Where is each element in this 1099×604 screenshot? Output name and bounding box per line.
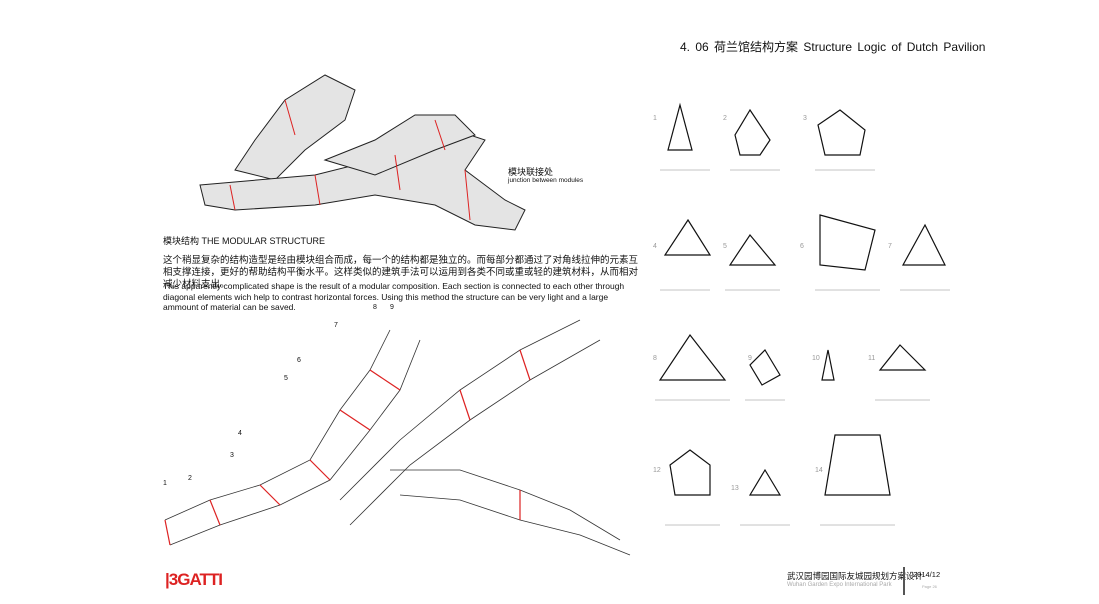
section-label: 9 <box>748 355 752 362</box>
section-heading: 模块结构 THE MODULAR STRUCTURE <box>163 236 326 246</box>
module-label: 4 <box>238 430 242 437</box>
section-label: 6 <box>800 243 804 250</box>
section-label: 1 <box>653 115 657 122</box>
module-label: 2 <box>188 475 192 482</box>
section-label: 11 <box>868 355 876 362</box>
junction-label-en: junction between modules <box>508 177 584 184</box>
exploded-diagram <box>164 319 631 556</box>
section-label: 7 <box>888 243 892 250</box>
module-label: 5 <box>284 375 288 382</box>
description-cn: 这个稍显复杂的结构造型是经由模块组合而成，每一个的结构都是独立的。而每部分都通过… <box>163 255 639 290</box>
section-label: 4 <box>653 243 657 250</box>
module-label: 1 <box>163 480 167 487</box>
section-label: 13 <box>731 485 739 492</box>
junction-label-cn: 模块联接处 <box>508 167 554 177</box>
module-label: 6 <box>297 357 301 364</box>
section-label: 10 <box>812 355 820 362</box>
description-en: This apparently complicated shape is the… <box>163 281 625 312</box>
footer-title-cn: 武汉园博园国际友城园规划方案设计 <box>787 571 924 581</box>
footer-divider <box>903 567 905 595</box>
section-label: 12 <box>653 467 661 474</box>
section-drawings <box>655 102 950 526</box>
footer-title-en: Wuhan Garden Expo International Park <box>787 582 892 588</box>
modular-structure-render <box>199 74 526 231</box>
logo: |3GATTI <box>165 570 223 589</box>
section-label: 5 <box>723 243 727 250</box>
module-label: 3 <box>230 452 234 459</box>
section-label: 3 <box>803 115 807 122</box>
section-label: 8 <box>653 355 657 362</box>
module-label: 7 <box>334 322 338 329</box>
footer-date: 2014/12 <box>913 570 941 579</box>
section-label: 14 <box>815 467 823 474</box>
page-title: 4. 06 荷兰馆结构方案 Structure Logic of Dutch P… <box>680 40 986 54</box>
module-label: 9 <box>390 304 394 311</box>
page-number: Page 26 <box>922 584 937 589</box>
section-label: 2 <box>723 115 727 122</box>
module-label: 8 <box>373 304 377 311</box>
